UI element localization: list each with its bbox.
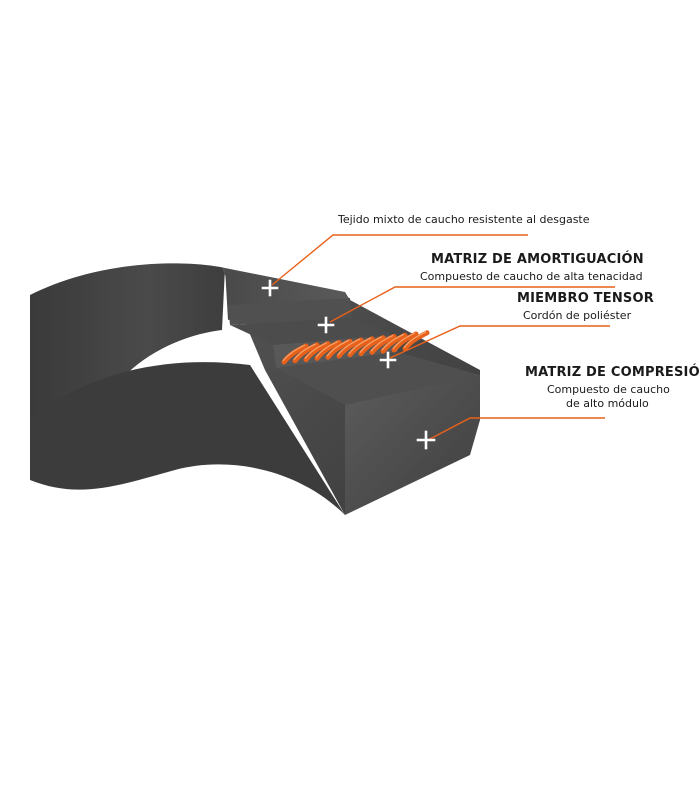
tensile-cord [380, 332, 408, 354]
tensile-cord-highlight [337, 338, 361, 356]
plus-icon [379, 351, 397, 369]
tensile-cord [347, 336, 375, 358]
leader-cushion [329, 286, 615, 323]
tensile-cord [336, 337, 364, 359]
tensile-cord-highlight [381, 333, 405, 351]
tensile-cord-highlight [304, 342, 328, 359]
tensile-cord [391, 331, 419, 353]
cushion-title: MATRIZ DE AMORTIGUACIÓN [431, 252, 644, 267]
tensile-cord-highlight [326, 339, 350, 357]
tensile-cord [358, 335, 386, 357]
tensile-cord [281, 343, 309, 365]
wear-fabric-step [228, 298, 352, 325]
tensile-description: Cordón de poliéster [523, 309, 632, 322]
tensile-cord [314, 339, 342, 361]
compression-matrix-top [276, 352, 480, 405]
belt-curved-underside [30, 362, 345, 515]
tensile-cord-highlight [348, 337, 372, 355]
tensile-cord-highlight [359, 336, 383, 353]
compression-title: MATRIZ DE COMPRESIÓN [525, 365, 700, 380]
cushion-description: Compuesto de caucho de alta tenacidad [420, 270, 643, 283]
compression-matrix-face [345, 375, 480, 515]
plus-icon [416, 430, 436, 450]
tensile-title: MIEMBRO TENSOR [517, 291, 654, 306]
wear-fabric-description: Tejido mixto de caucho resistente al des… [338, 213, 590, 226]
markers [261, 279, 436, 450]
tensile-cord [402, 330, 430, 352]
tensile-cord [303, 341, 331, 363]
tensile-cord-highlight [370, 334, 394, 352]
cushion-layer [230, 318, 395, 345]
leader-tensile [389, 325, 610, 359]
compression-description-line1: Compuesto de caucho [547, 383, 670, 396]
plus-icon [317, 316, 335, 334]
tensile-cord-highlight [315, 340, 339, 358]
tensile-cord-highlight [392, 332, 416, 350]
plus-icon [261, 279, 279, 297]
compression-description-line2: de alto módulo [566, 397, 649, 410]
tensile-cord-highlight [293, 343, 317, 361]
tensile-cord [325, 338, 353, 360]
tensile-cord [292, 342, 320, 364]
tensile-cord [369, 333, 397, 355]
tensile-cord-highlight [403, 331, 427, 349]
leader-compression [427, 417, 605, 441]
tensile-cords [281, 330, 430, 365]
leader-wear-fabric [271, 234, 528, 286]
tensile-cord-highlight [282, 344, 306, 362]
leader-lines [271, 234, 615, 441]
